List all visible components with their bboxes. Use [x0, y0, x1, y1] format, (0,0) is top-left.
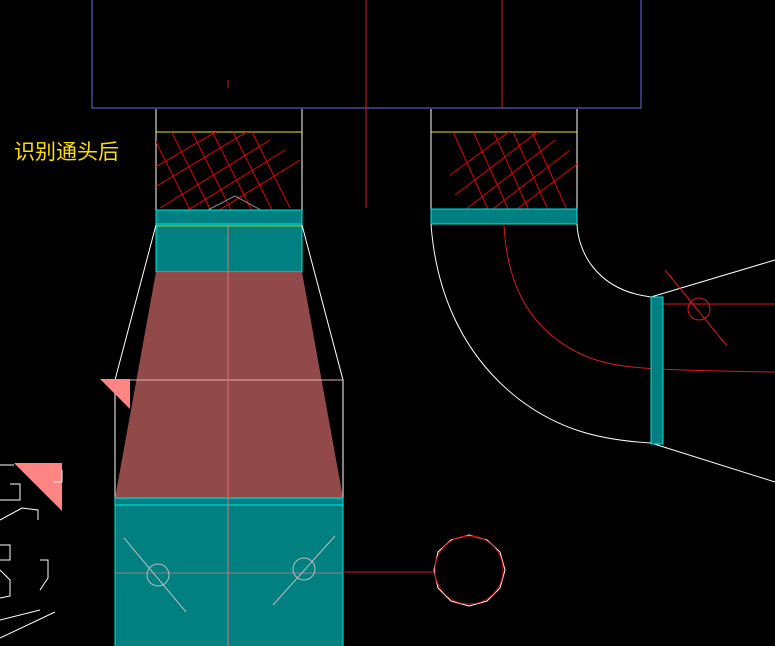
transition-fill[interactable]: [115, 272, 343, 498]
left-branch-connector[interactable]: [150, 108, 303, 230]
elbow-centerline: [503, 223, 775, 373]
triangle-marker-icon[interactable]: [100, 379, 130, 409]
left-duct-upper[interactable]: [155, 209, 303, 273]
annotation-label: 识别通头后: [14, 140, 119, 164]
right-branch-connector[interactable]: [430, 109, 580, 225]
elbow-duct[interactable]: [430, 223, 775, 483]
right-duct-flange[interactable]: [430, 208, 578, 225]
partial-cad-text: [0, 464, 63, 639]
damper-symbol-icon: [664, 269, 728, 347]
triangle-marker-icon[interactable]: [14, 463, 62, 511]
lower-duct[interactable]: [114, 497, 344, 646]
round-duct-section-icon[interactable]: [433, 534, 506, 607]
damper-symbol-icon: [123, 535, 336, 613]
elbow-outlet-flange[interactable]: [650, 296, 664, 445]
crosshatch-pattern: [156, 132, 301, 210]
crosshatch-pattern: [449, 132, 577, 209]
